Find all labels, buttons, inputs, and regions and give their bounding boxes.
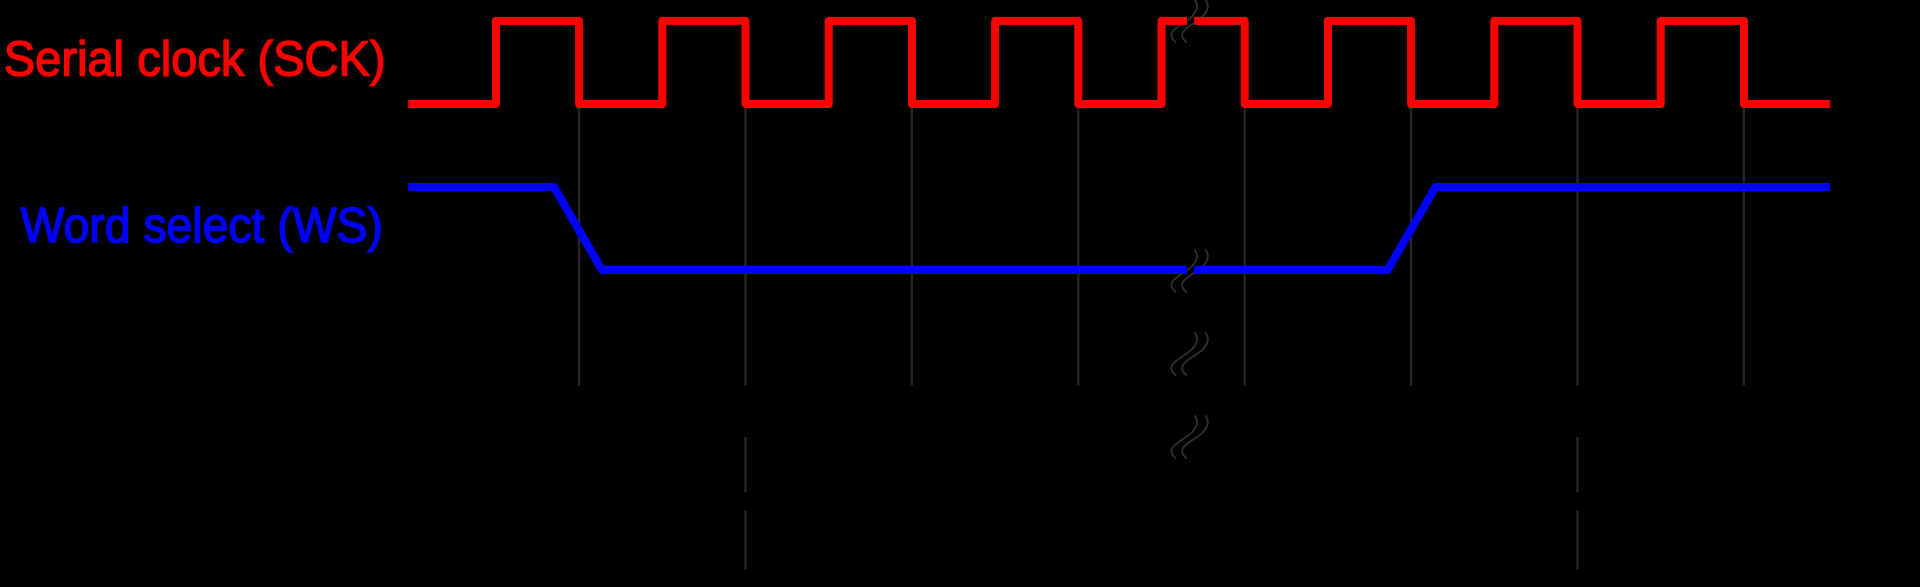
svg-text:Serial clock (SCK): Serial clock (SCK) <box>4 33 386 87</box>
svg-text:Word select (WS): Word select (WS) <box>21 199 383 253</box>
